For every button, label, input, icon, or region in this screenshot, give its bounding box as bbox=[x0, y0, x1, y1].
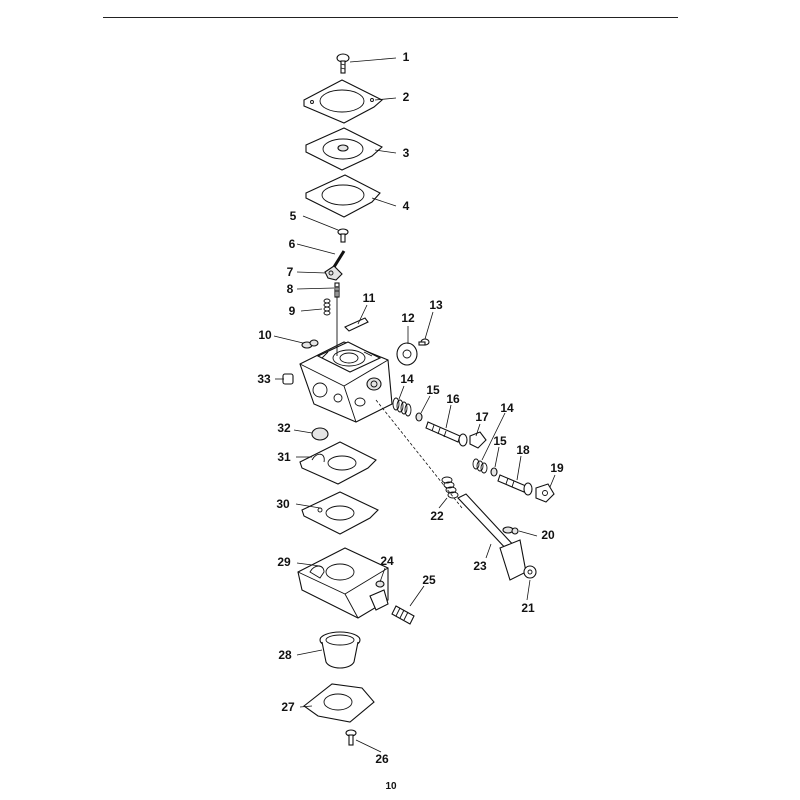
callout-24: 24 bbox=[380, 554, 394, 568]
part-31-gasket bbox=[299, 441, 377, 485]
part-13-screw bbox=[418, 338, 430, 346]
callout-14-lower: 14 bbox=[500, 401, 514, 415]
part-21-nut bbox=[523, 565, 537, 579]
callout-32: 32 bbox=[277, 421, 291, 435]
callout-5: 5 bbox=[290, 209, 297, 223]
callout-15-lower: 15 bbox=[493, 434, 507, 448]
part-17-limiter-cap bbox=[469, 431, 487, 449]
carburetor-body bbox=[299, 286, 393, 423]
part-27-retainer bbox=[303, 683, 375, 723]
callout-27: 27 bbox=[281, 700, 295, 714]
part-26-screw bbox=[345, 729, 357, 746]
callout-26: 26 bbox=[375, 752, 389, 766]
part-7-lever bbox=[324, 265, 343, 281]
callout-23: 23 bbox=[473, 559, 487, 573]
part-23-throttle-shaft bbox=[375, 399, 527, 581]
callout-10: 10 bbox=[258, 328, 272, 342]
top-rule bbox=[103, 17, 678, 18]
part-30-plate bbox=[301, 491, 379, 535]
callout-28: 28 bbox=[278, 648, 292, 662]
part-5-screw bbox=[337, 228, 349, 243]
part-12-disc bbox=[396, 342, 418, 366]
callout-29: 29 bbox=[277, 555, 291, 569]
part-10-clip bbox=[301, 339, 319, 349]
callout-8: 8 bbox=[287, 282, 294, 296]
part-15-washer-lower bbox=[490, 467, 498, 477]
callout-18: 18 bbox=[516, 443, 530, 457]
part-16-needle-screw bbox=[425, 421, 468, 447]
part-20-screw bbox=[502, 526, 519, 535]
part-14-spring bbox=[392, 397, 412, 417]
callout-22: 22 bbox=[430, 509, 444, 523]
callout-25: 25 bbox=[422, 573, 436, 587]
callout-20: 20 bbox=[541, 528, 555, 542]
page-number: 10 bbox=[385, 781, 397, 792]
callout-3: 3 bbox=[403, 146, 410, 160]
callout-13: 13 bbox=[429, 298, 443, 312]
callout-12: 12 bbox=[401, 311, 415, 325]
part-3-diaphragm bbox=[305, 127, 383, 171]
callout-15: 15 bbox=[426, 383, 440, 397]
part-32-cap bbox=[311, 427, 329, 441]
callout-9: 9 bbox=[289, 304, 296, 318]
callout-6: 6 bbox=[289, 237, 296, 251]
callout-33: 33 bbox=[257, 372, 271, 386]
callout-19: 19 bbox=[550, 461, 564, 475]
part-1-screw bbox=[336, 53, 350, 74]
part-6-pin bbox=[332, 250, 346, 268]
part-2-cover-plate bbox=[303, 79, 383, 124]
callout-17: 17 bbox=[475, 410, 489, 424]
part-28-primer-bulb bbox=[319, 631, 361, 669]
part-9-spring bbox=[323, 298, 331, 316]
callout-21: 21 bbox=[521, 601, 535, 615]
part-4-gasket bbox=[305, 174, 381, 218]
part-33-plug bbox=[282, 373, 294, 385]
callout-7: 7 bbox=[287, 265, 294, 279]
callout-4: 4 bbox=[403, 199, 410, 213]
callout-numbers: 1 2 3 4 5 6 7 8 9 10 11 12 13 33 14 15 1… bbox=[257, 50, 564, 766]
callout-31: 31 bbox=[277, 450, 291, 464]
callout-11: 11 bbox=[363, 291, 376, 305]
callout-1: 1 bbox=[403, 50, 410, 64]
part-15-washer bbox=[415, 412, 423, 422]
part-19-limiter-cap bbox=[535, 483, 555, 503]
callout-16: 16 bbox=[446, 392, 460, 406]
part-22-spring bbox=[441, 476, 459, 499]
part-11-screen bbox=[344, 317, 369, 332]
callout-30: 30 bbox=[276, 497, 290, 511]
leader-lines bbox=[273, 57, 556, 753]
part-25-fitting bbox=[391, 605, 415, 625]
callout-2: 2 bbox=[403, 90, 410, 104]
part-29-pump-cover bbox=[297, 547, 389, 619]
callout-14: 14 bbox=[400, 372, 414, 386]
part-14-spring-lower bbox=[472, 458, 488, 474]
part-18-needle-screw bbox=[497, 474, 533, 496]
